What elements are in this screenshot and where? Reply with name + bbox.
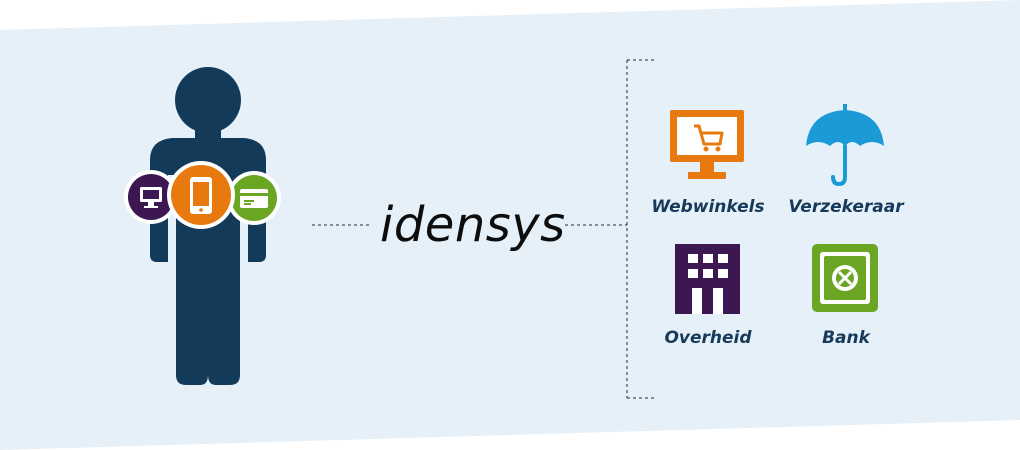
service-label-verzekeraar: Verzekeraar [788,197,904,217]
service-label-overheid: Overheid [664,328,752,348]
desktop-icon [140,187,162,208]
safe-icon [812,244,878,312]
credit-card-badge [227,171,281,225]
smartphone-icon [190,177,212,214]
desktop-badge [124,170,178,224]
shopping-cart-monitor-icon [670,110,744,179]
smartphone-badge [167,161,235,229]
umbrella-icon [806,104,884,187]
service-bracket [626,59,655,399]
credit-card-icon [240,189,268,208]
brand-name: idensys [380,197,566,253]
service-label-bank: Bank [822,328,870,348]
service-label-webwinkels: Webwinkels [651,197,765,217]
office-building-icon [675,244,740,314]
